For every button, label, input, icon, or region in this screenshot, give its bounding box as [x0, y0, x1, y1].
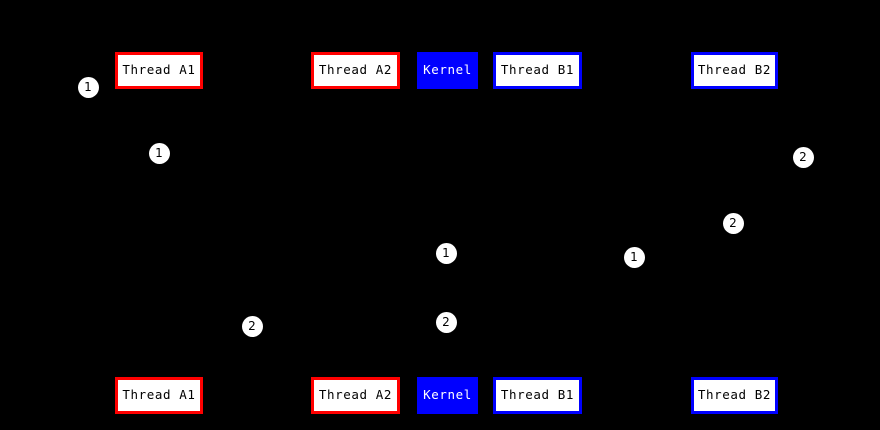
top-node-thread-a1[interactable]: Thread A1	[115, 52, 203, 89]
step-badge-2: 2	[722, 212, 744, 234]
bottom-node-thread-b1[interactable]: Thread B1	[493, 377, 582, 414]
lifeline-thread-a2	[356, 89, 357, 377]
participant-label: Thread A2	[318, 62, 393, 78]
lifeline-thread-b1	[538, 89, 539, 377]
lifeline-kernel	[447, 89, 448, 377]
step-badge-1: 1	[148, 142, 170, 164]
top-node-kernel[interactable]: Kernel	[417, 52, 478, 89]
bottom-node-thread-a1[interactable]: Thread A1	[115, 377, 203, 414]
bottom-node-thread-b2[interactable]: Thread B2	[691, 377, 778, 414]
participant-label: Thread B1	[500, 387, 575, 403]
step-badge-2: 2	[241, 315, 263, 337]
top-node-thread-b2[interactable]: Thread B2	[691, 52, 778, 89]
participant-label: Thread A1	[122, 387, 196, 403]
participant-label: Thread A2	[318, 387, 393, 403]
participant-label: Thread A1	[122, 62, 196, 78]
top-node-thread-b1[interactable]: Thread B1	[493, 52, 582, 89]
participant-label: Thread B1	[500, 62, 575, 78]
top-node-thread-a2[interactable]: Thread A2	[311, 52, 400, 89]
participant-label: Thread B2	[697, 387, 772, 403]
participant-label: Kernel	[423, 62, 472, 78]
step-badge-2: 2	[792, 146, 814, 168]
bottom-node-thread-a2[interactable]: Thread A2	[311, 377, 400, 414]
step-badge-1: 1	[623, 246, 645, 268]
step-badge-1: 1	[435, 242, 457, 264]
participant-label: Kernel	[423, 387, 472, 403]
participant-label: Thread B2	[697, 62, 772, 78]
step-badge-2: 2	[435, 311, 457, 333]
lifeline-thread-a1	[159, 89, 160, 377]
step-badge-1: 1	[77, 76, 99, 98]
bottom-node-kernel[interactable]: Kernel	[417, 377, 478, 414]
